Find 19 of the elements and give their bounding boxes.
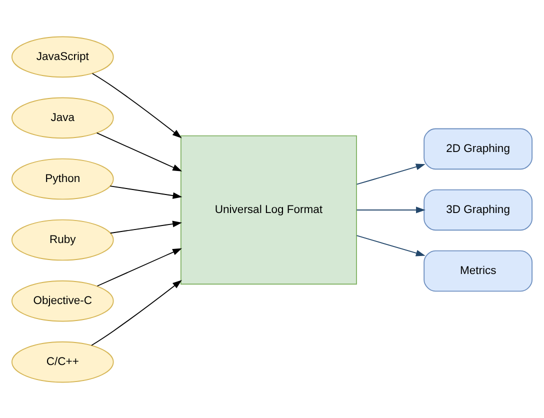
arrow <box>356 163 426 184</box>
arrow <box>110 185 182 198</box>
arrow <box>356 206 426 213</box>
arrow <box>110 220 182 234</box>
node-box: Metrics <box>424 250 533 292</box>
node-box: 3D Graphing <box>424 188 533 230</box>
node-ellipse: JavaScript <box>11 36 114 78</box>
node-ellipse: Java <box>11 96 114 138</box>
node-ellipse: Ruby <box>11 218 114 260</box>
arrow <box>356 234 426 256</box>
node-ellipse: Objective-C <box>11 280 114 322</box>
node-ellipse: Python <box>11 158 114 200</box>
node-box: Universal Log Format <box>180 134 357 284</box>
arrow <box>96 248 182 286</box>
arrow <box>91 279 182 346</box>
arrow <box>92 72 182 138</box>
arrow <box>96 132 182 171</box>
node-box: 2D Graphing <box>424 128 533 170</box>
node-ellipse: C/C++ <box>11 340 114 382</box>
